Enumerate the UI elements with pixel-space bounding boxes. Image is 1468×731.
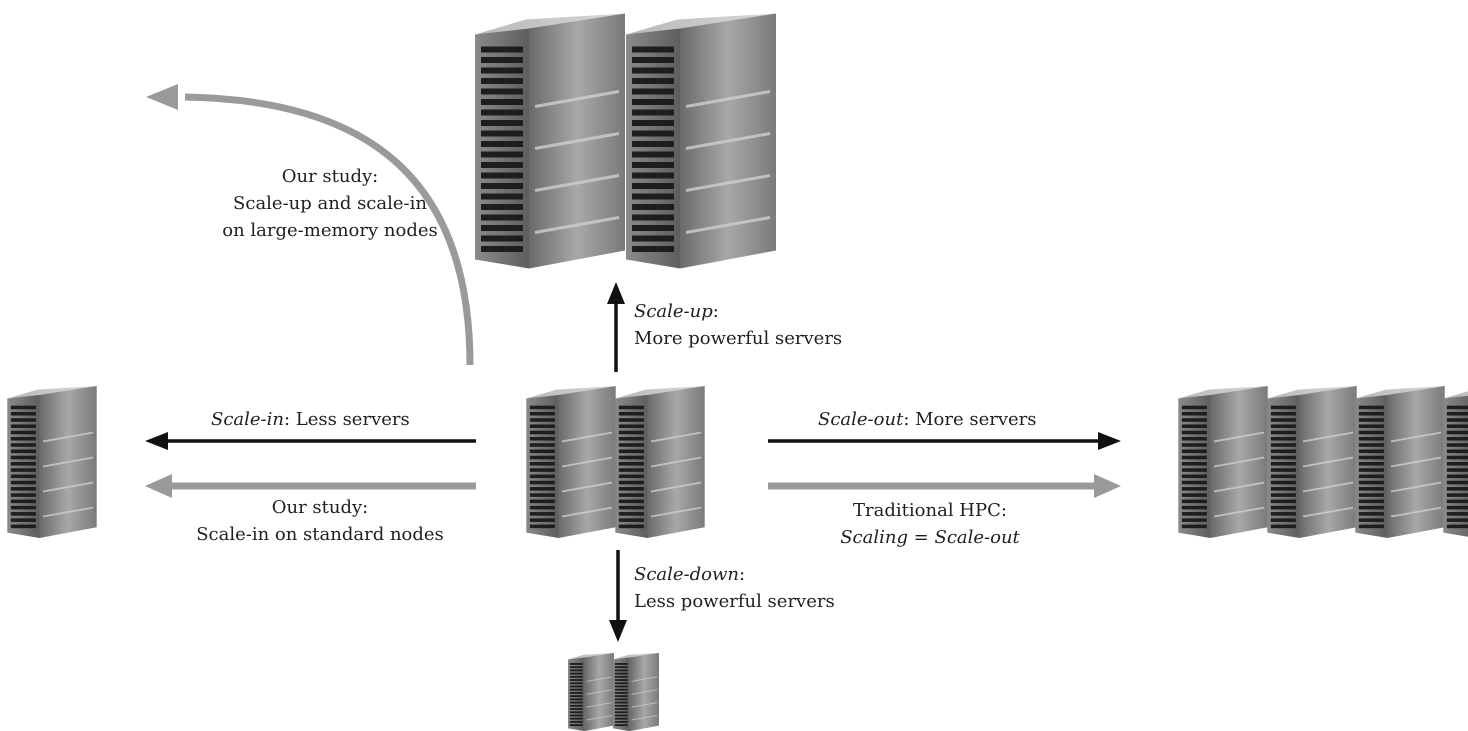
scale-down-label: Scale-down: Less powerful servers bbox=[634, 561, 835, 615]
study-large-line2: Scale-up and scale-in bbox=[233, 193, 427, 214]
study-large-memory-label: Our study: Scale-up and scale-in on larg… bbox=[190, 163, 470, 244]
scale-out-arrow bbox=[768, 432, 1121, 450]
scale-in-arrow bbox=[145, 432, 476, 450]
scale-up-term: Scale-up bbox=[634, 301, 713, 322]
traditional-hpc-arrow bbox=[768, 474, 1121, 498]
scale-up-colon: : bbox=[712, 301, 719, 322]
study-large-memory-arrow bbox=[146, 84, 474, 366]
scale-up-label: Scale-up: More powerful servers bbox=[634, 298, 842, 352]
study-standard-arrow bbox=[145, 474, 476, 498]
scale-down-colon: : bbox=[739, 564, 746, 585]
scale-in-desc: : Less servers bbox=[283, 409, 410, 430]
scale-in-label: Scale-in: Less servers bbox=[211, 406, 410, 433]
study-standard-line1: Our study: bbox=[271, 497, 369, 518]
scale-in-term: Scale-in bbox=[211, 409, 284, 430]
scale-out-desc: : More servers bbox=[903, 409, 1037, 430]
traditional-line1: Traditional HPC: bbox=[853, 500, 1007, 521]
scale-down-term: Scale-down bbox=[634, 564, 739, 585]
scale-down-desc: Less powerful servers bbox=[634, 591, 835, 612]
study-standard-line2: Scale-in on standard nodes bbox=[196, 524, 444, 545]
traditional-hpc-label: Traditional HPC: Scaling = Scale-out bbox=[780, 497, 1080, 551]
traditional-line2: Scaling = Scale-out bbox=[840, 527, 1020, 548]
scale-down-arrow bbox=[609, 550, 627, 642]
scale-out-label: Scale-out: More servers bbox=[818, 406, 1037, 433]
study-large-line3: on large-memory nodes bbox=[222, 220, 438, 241]
study-large-line1: Our study: bbox=[281, 166, 379, 187]
study-standard-label: Our study: Scale-in on standard nodes bbox=[170, 494, 470, 548]
scale-up-arrow bbox=[607, 282, 625, 372]
scale-out-term: Scale-out bbox=[818, 409, 904, 430]
scale-up-desc: More powerful servers bbox=[634, 328, 843, 349]
